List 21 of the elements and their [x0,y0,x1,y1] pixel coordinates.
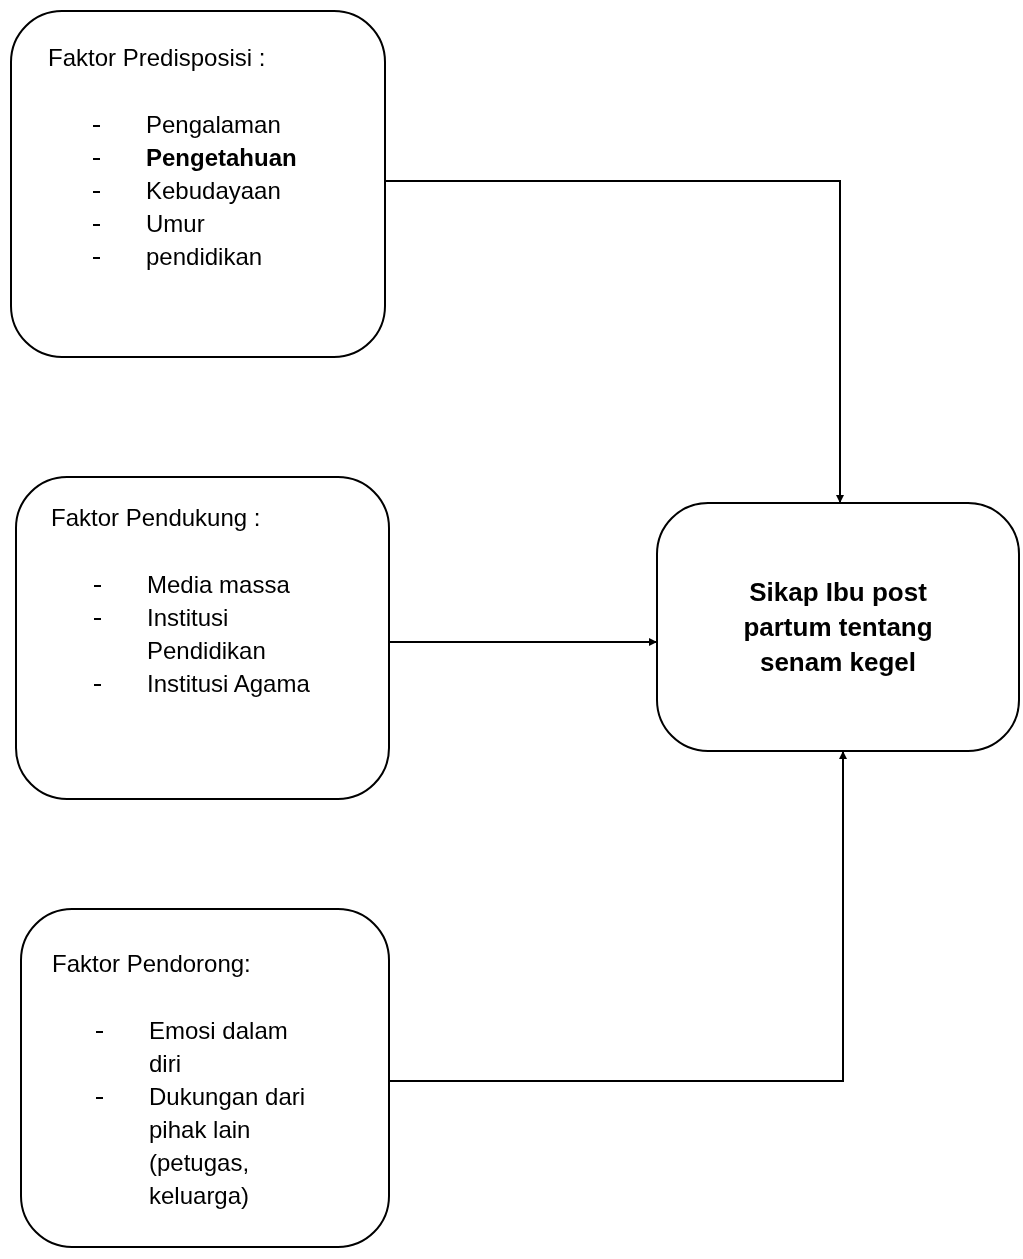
rounded-box [10,10,386,358]
box-heading: Faktor Pendukung : [51,504,261,532]
outcome-text: Sikap Ibu post partum tentang senam kegel [742,575,934,679]
list-item: Media massa [147,570,291,600]
arrow [389,751,847,1082]
box-heading: Faktor Predisposisi : [48,44,266,72]
list-item: pendidikan [146,242,264,272]
arrow [385,180,844,503]
list-item: Institusi Agama [147,669,311,699]
box-heading: Faktor Pendorong: [52,950,251,978]
list-item: Dukungan dari pihak lain (petugas, keluarga) [149,1082,307,1211]
list-item: Umur [146,209,206,239]
list-item: Kebudayaan [146,176,282,206]
list-item: Emosi dalam diri [149,1016,289,1079]
rounded-box [15,476,390,800]
list-item: Pengetahuan [146,143,298,173]
list-item: Pengalaman [146,110,282,140]
rounded-box [20,908,390,1248]
list-item: Institusi Pendidikan [147,603,267,666]
rounded-box [656,502,1020,752]
arrow [389,638,657,646]
